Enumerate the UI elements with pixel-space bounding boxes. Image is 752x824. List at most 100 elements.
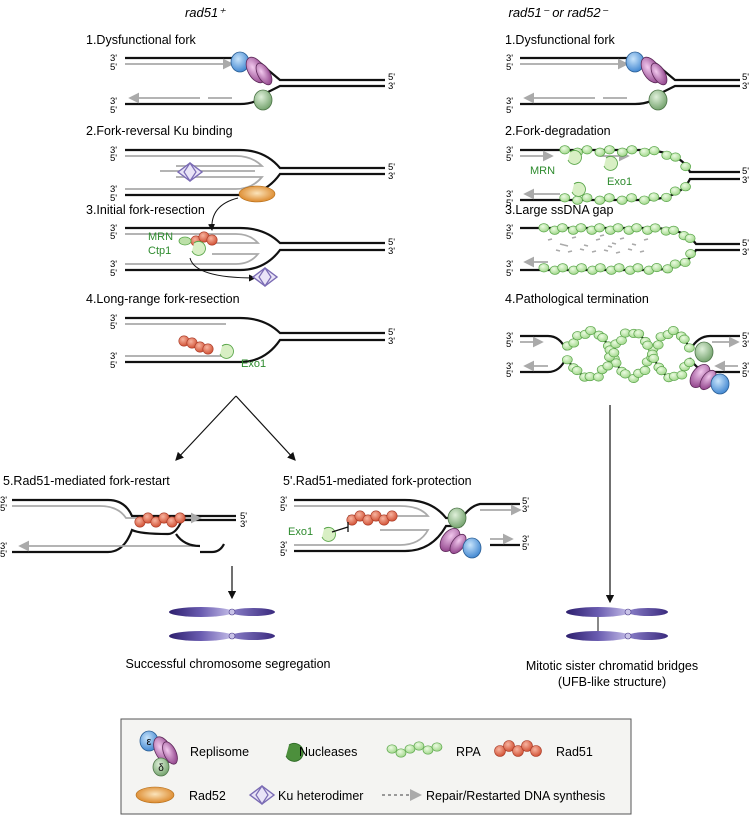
legend-rad52-label: Rad52 [189,789,226,803]
strand-end-label: 3' [742,175,749,186]
protection-replisome [439,507,482,559]
left-step-2-title: 2.Fork-reversal Ku binding [86,124,233,138]
rpa-bead [632,263,644,273]
strand-end-label: 5' [110,360,117,371]
strand-end-label: 3' [110,96,117,107]
left-column-header: rad51⁺ [185,5,226,20]
rpa-bead [638,195,650,205]
rpa-bead [648,146,660,156]
legend-ku-label: Ku heterodimer [278,789,363,803]
rpa-bead [559,145,571,155]
rpa-bead [571,366,583,376]
strand-end-label: 3' [0,495,7,506]
strand-end-label: 5' [742,238,749,249]
nuclease-deg-2 [603,155,618,171]
legend-nuclease-icon [285,742,304,762]
rpa-bead [395,748,407,758]
strand-end-label: 3' [110,223,117,234]
left-step-4-title: 4.Long-range fork-resection [86,292,240,306]
strand-end-label: 3' [506,361,513,372]
rpa-bead [648,192,660,202]
strand-end-label: 5' [506,268,513,279]
rpa-bead [633,329,645,339]
strand-end-label: 5' [388,72,395,83]
rpa-bead [652,340,664,350]
rpa-bead [680,162,692,172]
rpa-bead [608,348,620,358]
right-column-header: rad51⁻ or rad52⁻ [508,5,608,20]
ctp1-label: Ctp1 [148,245,171,257]
strand-end-label: 5' [388,162,395,173]
strand-end-label: 5' [742,72,749,83]
rpa-bead [538,223,550,233]
strand-end-label: 5' [506,105,513,116]
legend-rad52-icon [135,786,175,804]
rpa-bead [557,263,569,273]
exo1-icon [219,343,234,359]
strand-end-label: 3' [110,351,117,362]
rpa-bead [557,223,568,233]
pol-delta-icon [253,89,273,111]
rpa-on-ssdna-gap [538,223,696,275]
right-step-4-title: 4.Pathological termination [505,292,649,306]
legend-synthesis-label: Repair/Restarted DNA synthesis [426,789,605,803]
rpa-bead [619,369,631,379]
left-3-mrn-ctp1 [178,236,206,256]
strand-end-label: 3' [388,246,395,257]
rpa-bead [594,195,606,205]
rpa-bead [642,340,653,350]
strand-end-label: 3' [110,145,117,156]
strand-end-label: 5' [506,153,513,164]
strand-end-label: 5' [388,237,395,248]
strand-end-label: 3' [388,81,395,92]
strand-end-label: 3' [110,184,117,195]
strand-end-label: 3' [280,540,287,551]
strand-end-label: 3' [742,339,749,350]
strand-end-label: 3' [506,96,513,107]
rpa-bead [649,223,661,233]
rpa-bead [669,259,681,269]
strand-end-label: 3' [522,534,529,545]
rpa-bead [616,195,628,205]
rpa-bead [670,152,681,162]
rpa-bead [386,744,398,754]
strand-end-label: 5' [0,549,7,560]
rpa-bead [684,358,695,368]
strand-end-label: 5' [506,62,513,73]
strand-end-label: 5' [522,496,529,507]
left-fork-long-resection [125,316,385,364]
strand-end-label: 5' [742,166,749,177]
left-step-1-title: 1.Dysfunctional fork [86,33,197,47]
rpa-bead [612,223,624,233]
strand-end-label: 5' [522,542,529,553]
rpa-bead [575,223,587,233]
legend-box [120,718,632,815]
rpa-bead [602,361,614,371]
strand-end-label: 3' [110,259,117,270]
ku-released-icon [251,266,279,288]
strand-end-label: 3' [506,223,513,234]
strand-end-label: 5' [110,268,117,279]
rpa-bead [559,193,571,203]
rpa-bead [576,263,587,273]
rad52-recruit-arrow [208,197,239,231]
rpa-bead [684,343,695,353]
strand-end-label: 3' [742,81,749,92]
rpa-bead [597,333,608,343]
nuclease-deg-1 [567,149,582,165]
rpa-bead [561,355,573,365]
strand-end-label: 5' [240,511,247,522]
rpa-bead [668,225,679,235]
strand-end-label: 5' [110,62,117,73]
legend-replisome-icon: ε δ [139,730,178,777]
fork-protection-diagram [294,498,522,553]
svg-text:δ: δ [158,763,164,774]
rpa-bead [594,223,605,233]
strand-end-label: 5' [742,331,749,342]
rpa-bead [662,264,674,274]
rpa-bead [626,193,637,203]
left-4-rad51-filament [178,335,214,355]
strand-end-labels: 3'5'5'3'3'5'3'5'5'3'3'5'3'5'5'3'3'5'3'5'… [0,53,749,560]
rpa-bead [422,745,434,755]
rpa-bead [656,366,667,376]
